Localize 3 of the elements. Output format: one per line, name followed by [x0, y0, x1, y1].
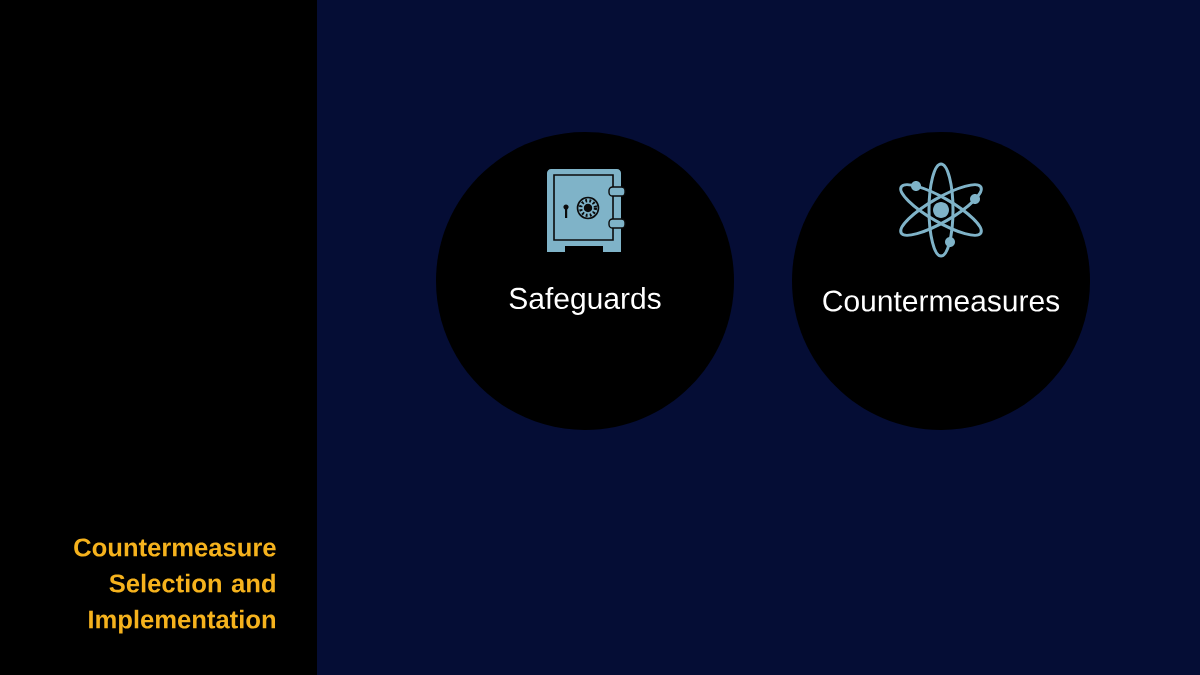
circle-node: Countermeasures: [792, 132, 1090, 430]
circle-node: Safeguards: [436, 132, 734, 430]
title: Countermeasure Selection and Implementation: [74, 538, 276, 634]
